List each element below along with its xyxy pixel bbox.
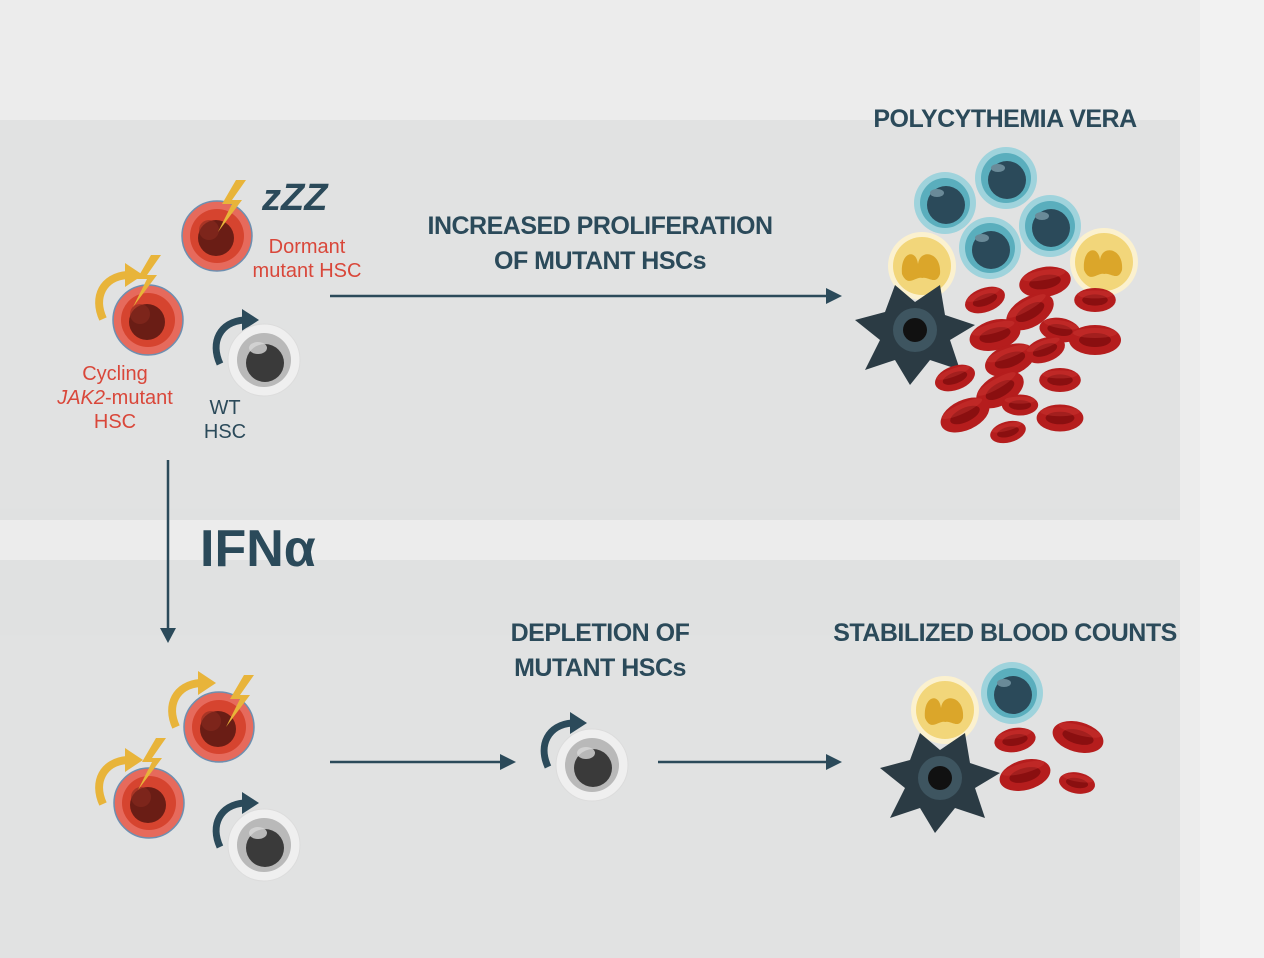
dormant-mutant-hsc	[181, 200, 253, 272]
wt-label: WT	[209, 397, 240, 419]
cycling-label: HSC	[94, 411, 136, 433]
white-blood-cell	[959, 217, 1021, 279]
dormant-label: Dormant	[269, 236, 346, 258]
red-blood-cell	[1001, 394, 1039, 416]
stabilized-heading: STABILIZED BLOOD COUNTS	[833, 619, 1177, 647]
red-blood-cell	[1069, 325, 1121, 355]
wt-hsc	[555, 728, 629, 802]
white-blood-cell	[975, 147, 1037, 209]
arrow-right-icon	[658, 754, 842, 770]
depletion-heading: MUTANT HSCs	[514, 654, 686, 682]
wt-hsc	[227, 808, 301, 882]
wt-label: HSC	[204, 421, 246, 443]
polycythemia-heading: POLYCYTHEMIA VERA	[873, 105, 1137, 133]
cycling-mutant-hsc	[113, 767, 185, 839]
ifn-alpha-label: IFNα	[200, 520, 316, 578]
dormant-label: mutant HSC	[253, 260, 362, 282]
right-margin	[1200, 0, 1264, 958]
cycling-label: Cycling	[82, 363, 148, 385]
cycling-suffix: -mutant	[105, 387, 173, 409]
red-blood-cell	[1036, 404, 1084, 432]
cycling-label: JAK2-mutant	[56, 387, 173, 409]
wt-hsc	[227, 323, 301, 397]
white-blood-cell	[914, 172, 976, 234]
cycling-mutant-hsc	[112, 284, 184, 356]
white-blood-cell	[981, 662, 1043, 724]
depletion-heading: DEPLETION OF	[511, 619, 690, 647]
sleep-zzz-icon: zZZ	[261, 177, 329, 219]
granulocyte	[911, 676, 979, 744]
arrow-down-icon	[160, 460, 176, 643]
red-blood-cell	[1074, 288, 1116, 312]
granulocyte	[1070, 228, 1138, 296]
arrow-right-icon	[330, 754, 516, 770]
arrow-right-icon	[330, 288, 842, 304]
proliferation-heading: INCREASED PROLIFERATION	[428, 212, 773, 240]
gene-name: JAK2	[56, 387, 105, 409]
red-blood-cell	[1039, 368, 1081, 392]
white-blood-cell	[1019, 195, 1081, 257]
proliferation-heading: OF MUTANT HSCs	[494, 247, 706, 275]
